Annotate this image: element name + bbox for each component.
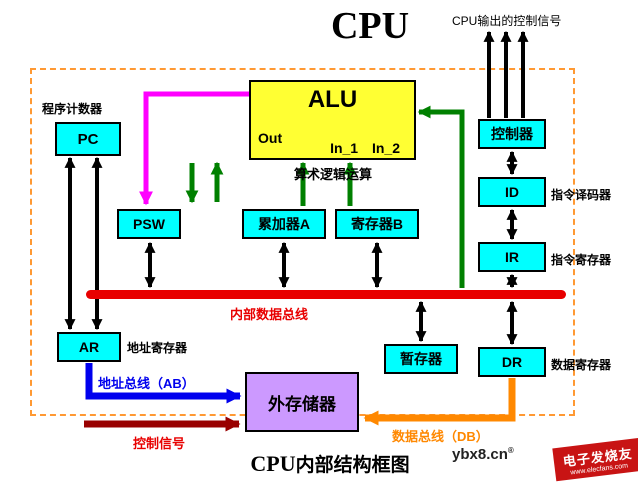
alu-caption: 算术逻辑运算 bbox=[293, 167, 372, 182]
instruction-register-caption: 指令寄存器 bbox=[551, 253, 612, 267]
diagram-caption-en: CPU bbox=[250, 451, 296, 476]
diagram-caption-zh: 内部结构框图 bbox=[295, 455, 410, 476]
control-signal-label: 控制信号 bbox=[133, 436, 186, 451]
cpu-output-control-note: CPU输出的控制信号 bbox=[452, 14, 562, 28]
psw-box: PSW bbox=[117, 209, 181, 239]
alu-inputs-label: In_1 In_2 bbox=[330, 140, 400, 156]
data-register-caption: 数据寄存器 bbox=[551, 358, 612, 372]
address-bus-label: 地址总线（AB） bbox=[98, 376, 195, 391]
accumulator-a-box: 累加器A bbox=[242, 209, 326, 239]
watermark-site-text: ybx8.cn bbox=[452, 446, 508, 463]
registered-mark: ® bbox=[507, 446, 514, 455]
id-box: ID bbox=[478, 177, 546, 207]
watermark-site: ybx8.cn® bbox=[452, 446, 514, 463]
alu-box: ALU Out In_1 In_2 bbox=[249, 80, 416, 160]
page-title: CPU bbox=[330, 5, 410, 47]
register-b-box: 寄存器B bbox=[335, 209, 419, 239]
alu-out-label: Out bbox=[258, 130, 283, 146]
dr-box: DR bbox=[478, 347, 546, 377]
watermark-stamp: 电子发烧友 www.elecfans.com bbox=[552, 437, 638, 482]
internal-data-bus bbox=[86, 290, 566, 299]
instruction-decoder-caption: 指令译码器 bbox=[551, 188, 612, 202]
pc-box: PC bbox=[55, 122, 121, 156]
controller-box: 控制器 bbox=[478, 119, 546, 149]
ar-box: AR bbox=[57, 332, 121, 362]
program-counter-caption: 程序计数器 bbox=[42, 102, 103, 116]
temp-register-box: 暂存器 bbox=[384, 344, 458, 374]
external-memory-box: 外存储器 bbox=[245, 372, 359, 432]
alu-label: ALU bbox=[307, 86, 358, 113]
diagram-caption: CPU内部结构框图 bbox=[200, 450, 460, 477]
internal-bus-label: 内部数据总线 bbox=[230, 307, 309, 322]
ir-box: IR bbox=[478, 242, 546, 272]
address-register-caption: 地址寄存器 bbox=[127, 341, 188, 355]
data-bus-label: 数据总线（DB） bbox=[392, 429, 489, 444]
